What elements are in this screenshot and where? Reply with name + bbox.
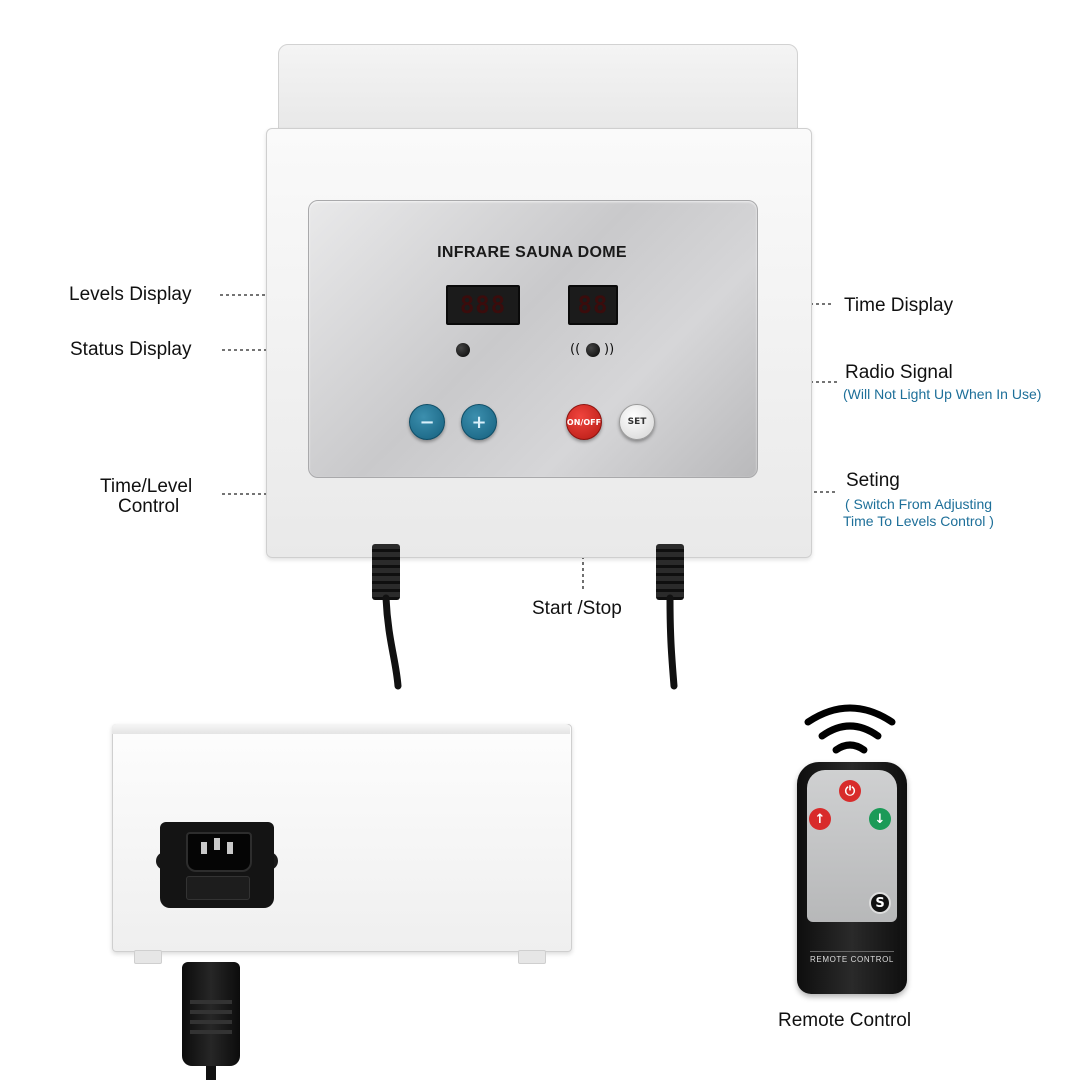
plug-rib [190,1020,232,1024]
radio-wave-right-icon: )) [604,342,615,357]
time-display-label: Time Display [844,295,954,316]
remote-set-button[interactable]: S [869,892,891,914]
remote-divider [810,951,894,952]
remote-brand-label: REMOTE CONTROL [810,955,894,964]
plug-rib [190,1010,232,1014]
remote-up-button[interactable]: ↑ [809,808,831,830]
box-foot-right [518,950,546,964]
levels-display: 888 [446,285,520,325]
remote-down-button[interactable]: ↓ [869,808,891,830]
cable-sleeve-left [372,544,400,600]
cable-right [666,594,678,690]
cable-sleeve-right [656,544,684,600]
status-display-label: Status Display [70,339,192,360]
power-plug [182,962,240,1066]
cable-left [382,594,402,690]
inlet-pin-center [214,838,220,850]
control-panel [308,200,758,478]
setting-note-2: Time To Levels Control ) [843,513,994,529]
status-led [456,343,470,357]
remote-power-button[interactable]: ⏻ [839,780,861,802]
plug-rib [190,1030,232,1034]
radio-wave-left-icon: (( [570,342,581,357]
plus-button[interactable]: + [461,404,497,440]
minus-button[interactable]: − [409,404,445,440]
power-box-top-edge [112,724,570,734]
start-stop-label: Start /Stop [532,598,622,619]
radio-signal-note: (Will Not Light Up When In Use) [843,386,1042,402]
set-button[interactable]: SET [619,404,655,440]
setting-note-1: ( Switch From Adjusting [845,496,993,512]
setting-label: Seting [846,470,900,491]
time-level-control-label-1: Time/Level [100,476,193,497]
time-display: 88 [568,285,618,325]
inlet-pin-left [201,842,207,854]
remote-control-label: Remote Control [778,1010,912,1031]
panel-title: INFRARE SAUNA DOME [437,244,627,261]
levels-display-label: Levels Display [69,284,192,305]
signal-waves-icon [804,704,896,754]
box-foot-left [134,950,162,964]
time-level-control-label-2: Control [118,496,180,517]
radio-signal-led [586,343,600,357]
inlet-pin-right [227,842,233,854]
fuse-drawer [186,876,250,900]
radio-signal-label: Radio Signal [845,362,953,383]
plug-rib [190,1000,232,1004]
onoff-button[interactable]: ON/OFF [566,404,602,440]
